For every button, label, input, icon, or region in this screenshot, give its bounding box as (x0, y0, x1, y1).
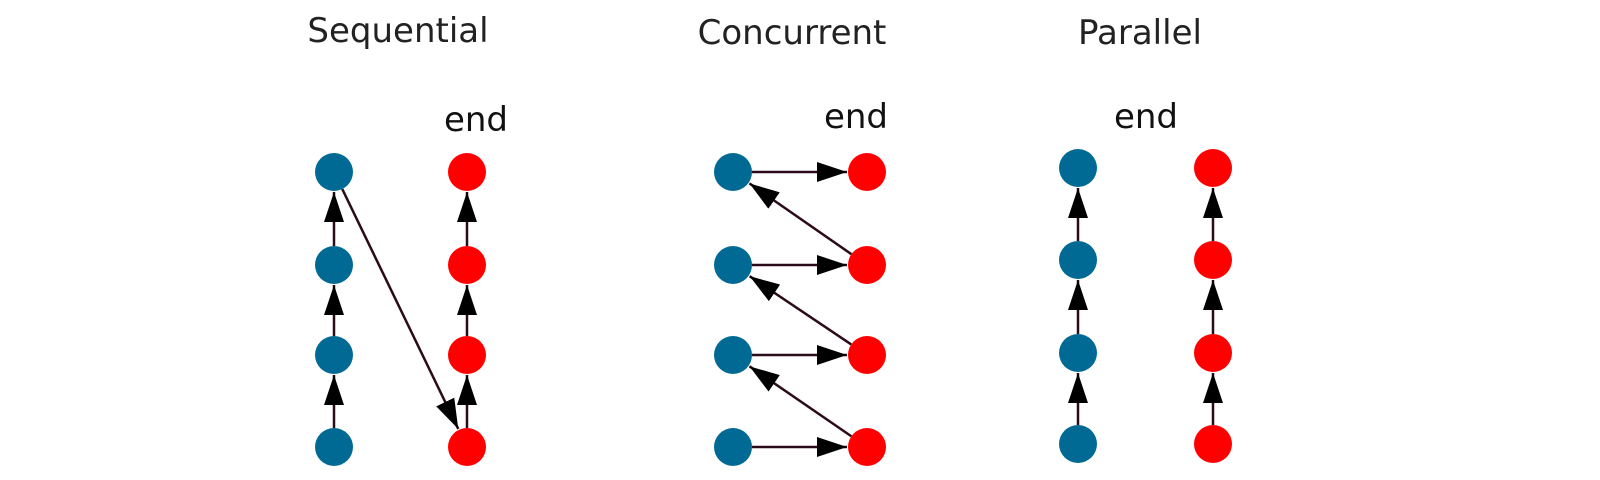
seq-blue-node-2 (315, 246, 353, 284)
con-blue-node-1 (714, 153, 752, 191)
seq-blue-node-4 (315, 428, 353, 466)
con-blue-node-4 (714, 428, 752, 466)
seq-red-node-2 (448, 246, 486, 284)
con-blue-node-2 (714, 246, 752, 284)
con-blue-node-3 (714, 336, 752, 374)
seq-red-node-3 (448, 336, 486, 374)
par-red-node-1 (1194, 149, 1232, 187)
nodes-layer (315, 149, 1232, 466)
par-red-node-4 (1194, 425, 1232, 463)
par-blue-node-1 (1059, 149, 1097, 187)
par-red-node-3 (1194, 334, 1232, 372)
seq-blue-node-1 (315, 153, 353, 191)
panel-title-sequential: Sequential (307, 11, 488, 51)
end-label-parallel: end (1114, 97, 1178, 137)
seq-red-node-1 (448, 153, 486, 191)
seq-blue-node-3 (315, 336, 353, 374)
con-arrow-9 (748, 365, 853, 438)
seq-arrow-4 (341, 188, 460, 430)
end-label-concurrent: end (824, 97, 888, 137)
panel-title-concurrent: Concurrent (698, 13, 887, 53)
con-red-node-1 (848, 153, 886, 191)
seq-red-node-4 (448, 428, 486, 466)
con-red-node-2 (848, 246, 886, 284)
arrows-layer (324, 162, 1223, 457)
con-red-node-3 (848, 336, 886, 374)
par-blue-node-4 (1059, 425, 1097, 463)
par-blue-node-3 (1059, 334, 1097, 372)
con-arrow-11 (748, 275, 852, 346)
par-red-node-2 (1194, 241, 1232, 279)
con-red-node-4 (848, 428, 886, 466)
par-blue-node-2 (1059, 241, 1097, 279)
con-arrow-13 (748, 182, 853, 256)
end-label-sequential: end (444, 100, 508, 140)
panel-title-parallel: Parallel (1078, 13, 1202, 53)
